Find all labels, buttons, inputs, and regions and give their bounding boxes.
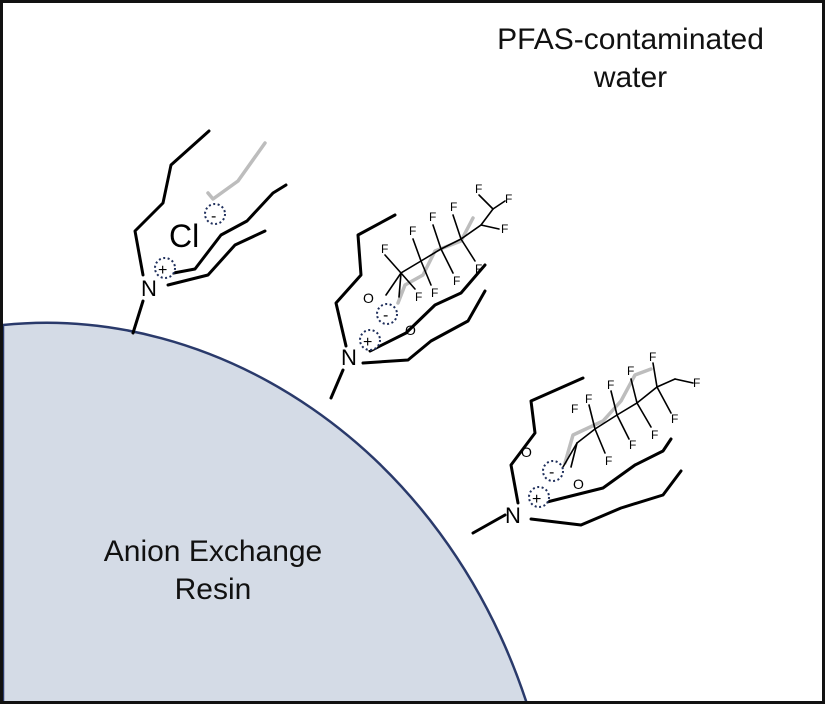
cf-bond-1i bbox=[480, 224, 500, 230]
positive-charge-2 bbox=[359, 329, 381, 351]
fluorine-3e: F bbox=[649, 350, 656, 364]
cf-bond-2c bbox=[610, 390, 618, 416]
fluorine-2k: F bbox=[415, 290, 422, 304]
exchange-site-chloride: N + - Cl bbox=[131, 129, 288, 335]
fluorine-2g: F bbox=[501, 222, 508, 236]
exchange-site-pfas-2: F F F F F F F F F F O O N + - bbox=[471, 350, 700, 535]
cf-bond-1k bbox=[478, 194, 494, 210]
alkyl-chain-3a bbox=[509, 376, 585, 505]
cf-bond-1b bbox=[400, 272, 416, 290]
carboxyl-bond-1 bbox=[398, 272, 402, 298]
alkyl-chain-2a bbox=[334, 213, 397, 348]
positive-sign-3: + bbox=[532, 491, 541, 508]
nitrogen-2: N bbox=[341, 345, 357, 370]
positive-sign-1: + bbox=[158, 262, 167, 279]
fluorine-2j: F bbox=[431, 286, 438, 300]
cf-bond-2g bbox=[652, 362, 658, 388]
fluorine-3j: F bbox=[605, 454, 612, 468]
cf-bond-1e bbox=[432, 224, 442, 250]
fluorine-2h: F bbox=[475, 262, 482, 276]
resin-bead bbox=[3, 321, 528, 701]
cf-bond-2e bbox=[630, 378, 638, 404]
negative-charge-1 bbox=[204, 203, 226, 225]
positive-charge-3 bbox=[528, 486, 550, 508]
resin-label-line-1: Anion Exchange bbox=[103, 535, 323, 568]
nitrogen-1: N bbox=[141, 276, 157, 301]
fluorine-2f: F bbox=[505, 192, 512, 206]
alkyl-chain-2b bbox=[368, 263, 487, 353]
resin-label: Anion Exchange Resin bbox=[63, 533, 363, 609]
gray-chain-3 bbox=[563, 367, 653, 465]
water-label: PFAS-contaminated water bbox=[443, 21, 818, 97]
cf-bond-2b bbox=[594, 428, 606, 454]
oxygen-2b: O bbox=[405, 322, 416, 338]
fluorine-2a: F bbox=[381, 242, 388, 256]
cf-bond-1f bbox=[440, 248, 454, 274]
fluorine-3a: F bbox=[571, 402, 578, 416]
cf-bond-1j bbox=[492, 200, 506, 210]
tether-1 bbox=[131, 299, 145, 335]
resin-label-line-2: Resin bbox=[174, 573, 252, 606]
exchange-site-pfas-1: F F F F F F F F F F F O O N + - bbox=[329, 182, 512, 400]
cf-bond-2a bbox=[588, 404, 596, 430]
fluorine-2c: F bbox=[429, 210, 436, 224]
gray-chain-1 bbox=[206, 141, 267, 201]
positive-charge-1 bbox=[154, 257, 176, 279]
fluorine-2b: F bbox=[409, 224, 416, 238]
alkyl-chain-1b bbox=[161, 183, 288, 277]
cf-bond-1g bbox=[452, 214, 462, 240]
diagram-canvas: N + - Cl F F bbox=[3, 129, 700, 701]
oxygen-3b: O bbox=[573, 476, 584, 492]
cf-bond-2d bbox=[616, 414, 630, 440]
alkyl-chain-3b bbox=[541, 437, 673, 505]
oxygen-3a: O bbox=[521, 444, 532, 460]
chloride-ion: Cl bbox=[169, 218, 199, 254]
fluorine-3i: F bbox=[629, 438, 636, 452]
fluorine-3g: F bbox=[671, 412, 678, 426]
oxygen-2a: O bbox=[363, 290, 374, 306]
fluorine-3f: F bbox=[693, 376, 700, 390]
cf-bond-2h bbox=[656, 386, 672, 414]
water-label-line-1: PFAS-contaminated bbox=[497, 23, 764, 56]
fluorine-3h: F bbox=[651, 428, 658, 442]
cf-bond-2i bbox=[674, 378, 694, 384]
alkyl-chain-2c bbox=[361, 289, 487, 365]
negative-charge-2 bbox=[376, 303, 398, 325]
cf-bond-1d bbox=[420, 260, 432, 286]
fluorine-2e: F bbox=[475, 182, 482, 196]
carboxyl-bond-2 bbox=[570, 442, 578, 468]
fluorine-2d: F bbox=[450, 200, 457, 214]
negative-sign-3: - bbox=[549, 464, 554, 481]
negative-sign-2: - bbox=[383, 307, 388, 324]
cf-bond-1h bbox=[460, 238, 476, 262]
negative-sign-1: - bbox=[211, 208, 216, 225]
alkyl-chain-1c bbox=[166, 229, 267, 287]
nitrogen-3: N bbox=[505, 503, 521, 528]
fluorine-3b: F bbox=[585, 392, 592, 406]
alkyl-chain-1a bbox=[133, 129, 211, 277]
positive-sign-2: + bbox=[363, 334, 372, 351]
fluorine-3c: F bbox=[607, 378, 614, 392]
negative-charge-3 bbox=[542, 460, 564, 482]
cf-bond-1c bbox=[412, 238, 422, 262]
cf-bond-2f bbox=[636, 402, 652, 428]
tether-3 bbox=[471, 513, 507, 535]
tether-2 bbox=[329, 368, 345, 400]
cf-bond-1a bbox=[384, 254, 402, 274]
water-label-line-2: water bbox=[593, 61, 668, 94]
fluorine-2i: F bbox=[453, 274, 460, 288]
alkyl-chain-3c bbox=[529, 469, 683, 527]
pfas-backbone-1 bbox=[385, 208, 494, 296]
fluorine-3d: F bbox=[627, 364, 634, 378]
